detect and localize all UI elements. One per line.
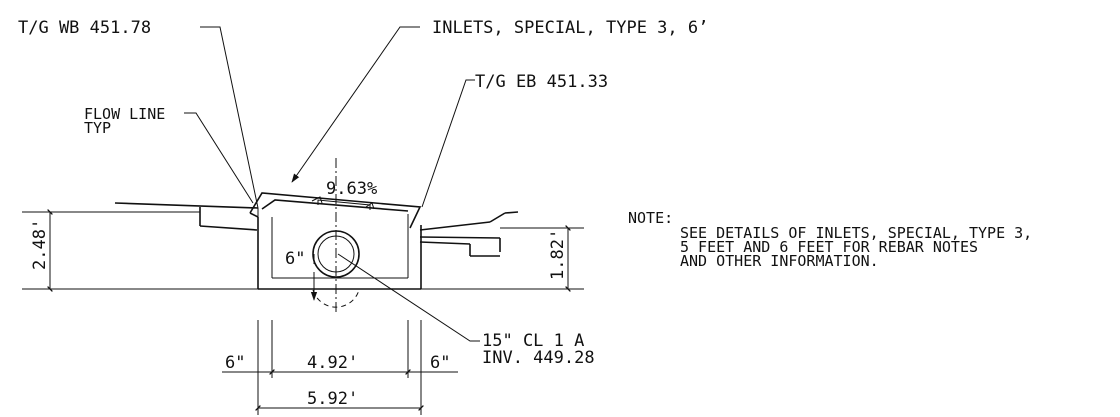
flow-line-typ-label: TYP bbox=[84, 119, 111, 137]
ground-left bbox=[114, 202, 259, 232]
ground-right bbox=[419, 211, 519, 257]
note-block: NOTE: SEE DETAILS OF INLETS, SPECIAL, TY… bbox=[628, 209, 1032, 270]
slope-label: 9.63% bbox=[326, 179, 377, 199]
note-line-2: 5 FEET AND 6 FEET FOR REBAR NOTES bbox=[680, 238, 978, 256]
dim-right-height: 1.82' bbox=[421, 225, 584, 292]
dim-widths: 6" 4.92' 6" 5.92' bbox=[222, 320, 458, 415]
callout-inlet: INLETS, SPECIAL, TYPE 3, 6’ bbox=[291, 18, 708, 183]
pipe-size-label: 15" CL 1 A bbox=[482, 331, 584, 351]
dim-pipe-offset: 6" bbox=[285, 249, 318, 301]
inlet-callout-label: INLETS, SPECIAL, TYPE 3, 6’ bbox=[432, 18, 708, 38]
note-line-3: AND OTHER INFORMATION. bbox=[680, 252, 879, 270]
left-height-label: 2.48' bbox=[30, 219, 50, 270]
flow-line-label: FLOW LINE bbox=[84, 105, 165, 123]
inside-width-dim-label: 4.92' bbox=[307, 353, 358, 373]
outside-width-dim-label: 5.92' bbox=[307, 389, 358, 409]
callout-flow-line: FLOW LINE TYP bbox=[84, 105, 254, 204]
pipe-offset-label: 6" bbox=[285, 249, 305, 269]
inlet-structure bbox=[249, 158, 422, 312]
pipe-invert-label: INV. 449.28 bbox=[482, 348, 595, 368]
dim-left-height: 2.48' bbox=[22, 209, 258, 292]
note-line-1: SEE DETAILS OF INLETS, SPECIAL, TYPE 3, bbox=[680, 224, 1032, 242]
note-heading: NOTE: bbox=[628, 209, 673, 227]
right-height-label: 1.82' bbox=[548, 229, 568, 280]
wall-right-dim-label: 6" bbox=[430, 353, 450, 373]
wall-left-dim-label: 6" bbox=[225, 353, 245, 373]
tg-wb-label: T/G WB 451.78 bbox=[18, 18, 151, 38]
callout-tg-wb: T/G WB 451.78 bbox=[18, 18, 259, 209]
callout-tg-eb: T/G EB 451.33 bbox=[421, 72, 608, 208]
callout-pipe: 15" CL 1 A INV. 449.28 bbox=[337, 253, 595, 368]
tg-eb-label: T/G EB 451.33 bbox=[475, 72, 608, 92]
